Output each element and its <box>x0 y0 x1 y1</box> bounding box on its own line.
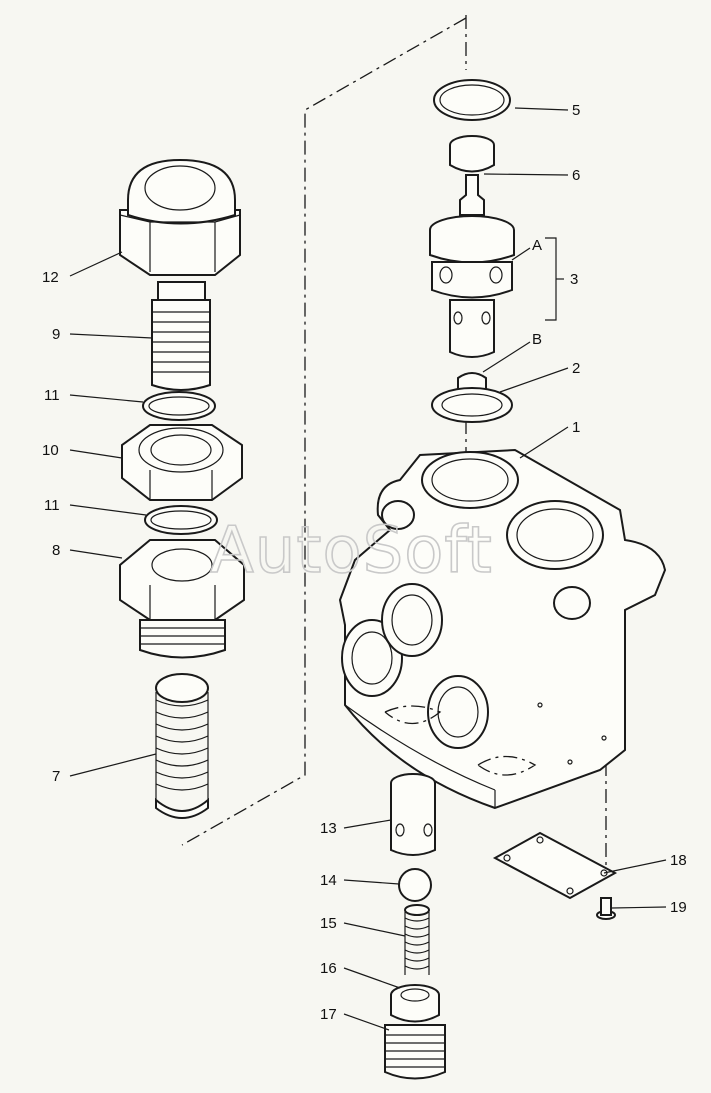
callout-12: 12 <box>42 269 59 286</box>
pilot-poppet-6 <box>449 135 495 216</box>
ball-14 <box>398 868 432 902</box>
callout-2: 2 <box>572 360 580 377</box>
callout-19: 19 <box>670 899 687 916</box>
callout-B: B <box>532 331 542 348</box>
callout-A: A <box>532 237 542 254</box>
callout-labels: 12 9 11 10 11 8 7 5 6 A 3 B 2 1 13 14 15… <box>42 102 687 1023</box>
sleeve-13 <box>390 773 436 856</box>
callout-9: 9 <box>52 326 60 343</box>
callout-8: 8 <box>52 542 60 559</box>
cover-plate-18 <box>492 831 618 900</box>
o-ring-11-upper <box>142 391 216 421</box>
plug-17 <box>384 1024 446 1080</box>
callout-13: 13 <box>320 820 337 837</box>
leader-lines <box>69 107 667 1031</box>
callout-16: 16 <box>320 960 337 977</box>
watermark: AutoSoft <box>210 514 493 588</box>
seat-2 <box>431 372 513 423</box>
callout-11-upper: 11 <box>44 387 60 404</box>
callout-1: 1 <box>572 419 580 436</box>
callout-3: 3 <box>570 271 578 288</box>
o-ring-5 <box>433 79 511 121</box>
spring-7 <box>155 673 209 819</box>
plug-nut-8 <box>119 539 245 659</box>
adjusting-screw-9 <box>151 281 211 391</box>
screw-19 <box>596 897 616 920</box>
spring-15 <box>404 904 430 975</box>
callout-7: 7 <box>52 768 60 785</box>
cap-nut-12 <box>119 158 241 276</box>
callout-18: 18 <box>670 852 687 869</box>
callout-10: 10 <box>42 442 59 459</box>
o-ring-11-lower <box>144 505 218 535</box>
callout-11-lower: 11 <box>44 497 60 514</box>
callout-6: 6 <box>572 167 580 184</box>
callout-15: 15 <box>320 915 337 932</box>
valve-body-1 <box>338 448 667 810</box>
seat-16 <box>390 984 440 1023</box>
callout-14: 14 <box>320 872 337 889</box>
callout-17: 17 <box>320 1006 337 1023</box>
lock-nut-10 <box>121 424 243 501</box>
callout-5: 5 <box>572 102 580 119</box>
main-poppet-3 <box>429 215 515 358</box>
